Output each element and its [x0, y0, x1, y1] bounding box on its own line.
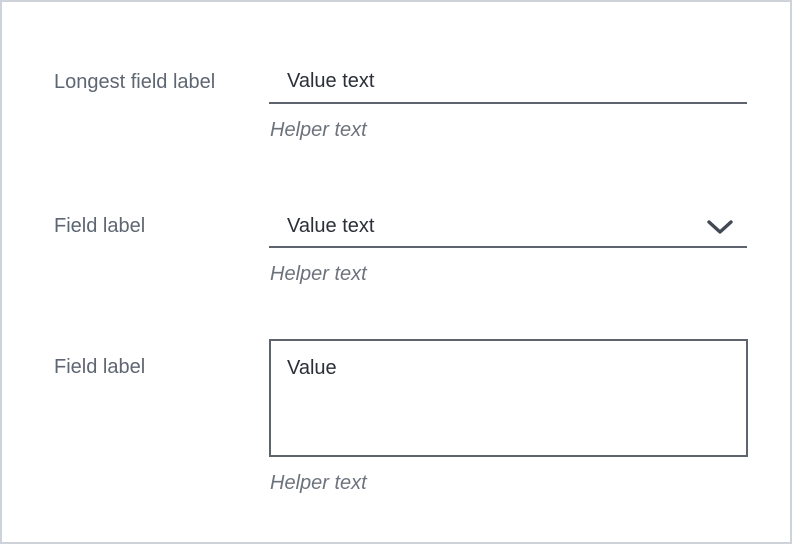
field-row: Field label Value Helper text [54, 339, 748, 495]
helper-text: Helper text [270, 119, 367, 141]
field-row: Longest field label Helper text [54, 62, 747, 142]
helper-text: Helper text [270, 472, 367, 494]
dropdown-value: Value text [287, 214, 375, 237]
dropdown-select[interactable]: Value text [269, 206, 747, 248]
chevron-down-icon[interactable] [707, 219, 733, 235]
textarea-input[interactable]: Value [269, 339, 748, 457]
helper-text: Helper text [270, 263, 367, 285]
field-label: Field label [54, 215, 146, 237]
field-control: Value Helper text [269, 339, 748, 495]
field-row: Field label Value text Helper text [54, 206, 747, 286]
field-label: Longest field label [54, 71, 216, 93]
field-label: Field label [54, 356, 146, 378]
field-control: Helper text [269, 62, 747, 142]
field-control: Value text Helper text [269, 206, 747, 286]
text-input[interactable] [269, 62, 747, 104]
